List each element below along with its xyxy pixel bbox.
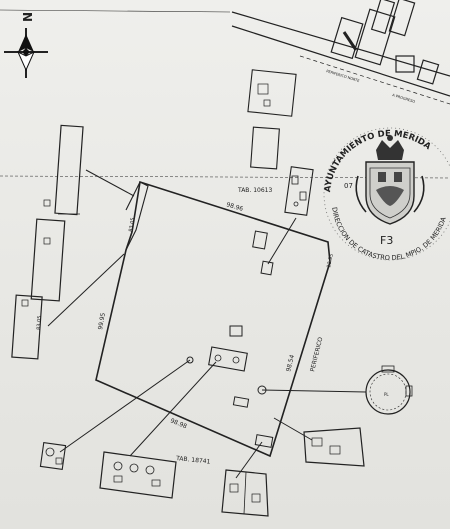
measure-east-small: 13.95: [326, 253, 335, 268]
measure-north: 98.96: [225, 201, 244, 213]
main-parcel: [95, 180, 331, 458]
building-upper-right: [284, 166, 314, 216]
road-label-2: A PROGRESO: [392, 93, 416, 104]
round-structure-label: PL: [384, 392, 389, 397]
tablaje-upper-label: TAB. 10613: [237, 187, 273, 194]
detail-right-middle: [303, 427, 365, 467]
round-structure: [365, 365, 413, 415]
left-strip-measure: 83.05: [36, 315, 43, 330]
detail-bottom-right: [221, 469, 269, 517]
road-label-1: PERIFERICO NORTE: [326, 69, 361, 83]
detail-bottom-center: [99, 451, 177, 499]
buildings-top-right: [330, 0, 440, 85]
sheet-border-line: [0, 9, 231, 13]
parcel-corner-notch: [125, 181, 149, 251]
seal-code: F3: [380, 234, 393, 247]
north-label: N: [21, 12, 35, 22]
tablaje-lower-label: TAB. 18741: [175, 455, 211, 466]
road-label-periferico: PERIFERICO: [309, 336, 324, 372]
parcel-top-center: [247, 69, 297, 170]
measure-west: 99.95: [97, 312, 107, 330]
detail-bottom-left: [39, 441, 67, 471]
north-arrow-icon: [4, 28, 48, 78]
left-strip-parcels: [11, 124, 84, 360]
measure-west-small: 83.05: [128, 217, 136, 232]
leader-lines: [47, 169, 367, 479]
coat-of-arms-icon: [355, 161, 425, 225]
catastro-seal: AYUNTAMIENTO DE MERIDA DIRECCION DE CATA…: [323, 127, 450, 262]
seal-number: 07: [344, 182, 353, 190]
road-top-right: [231, 11, 450, 105]
crown-icon: [376, 135, 404, 160]
measure-east: 98.54: [285, 354, 296, 373]
structures-inside-parcel: [186, 230, 274, 448]
